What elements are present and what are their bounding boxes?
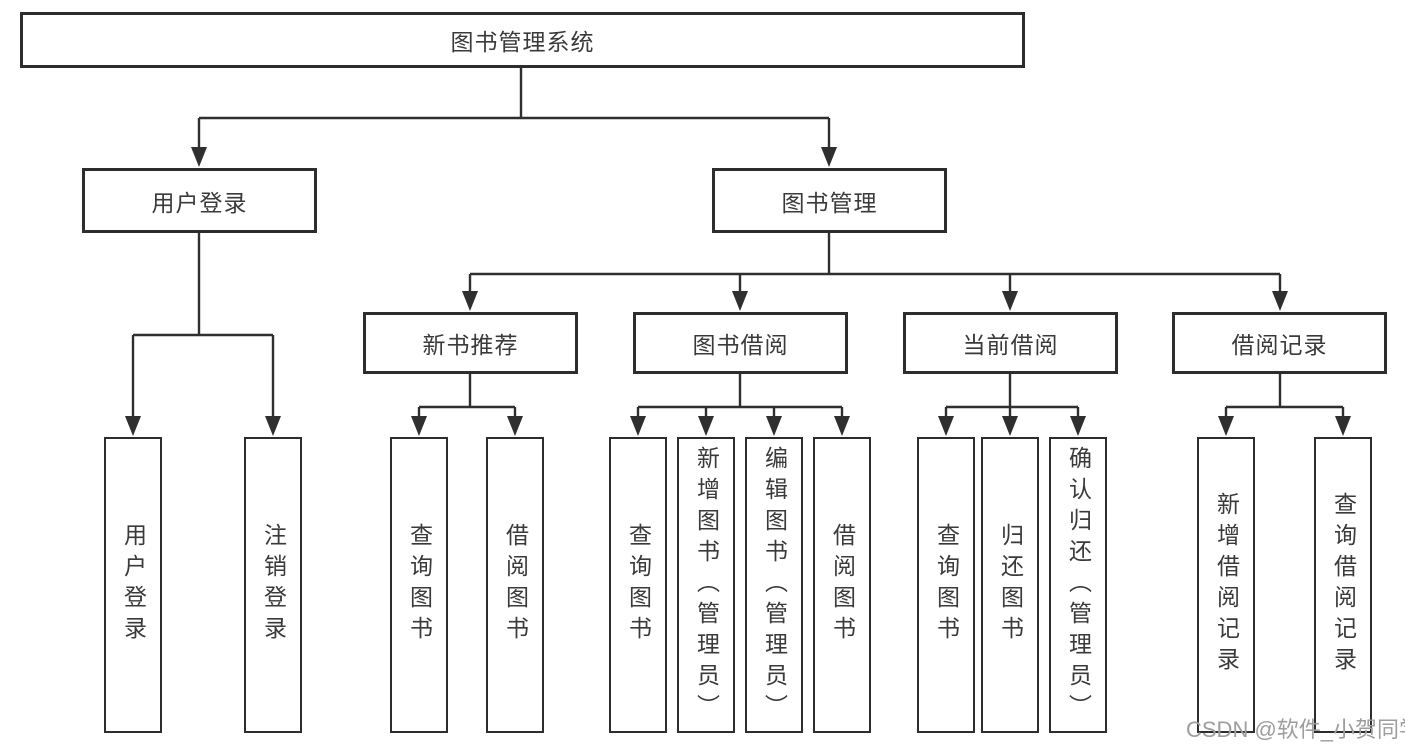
leaf-bb-query-books-label: 查询图书 (625, 523, 652, 647)
arrowhead (938, 416, 954, 436)
node-new-book-recommend-label: 新书推荐 (422, 332, 519, 358)
arrowheads (125, 147, 1351, 436)
arrowhead (766, 416, 782, 436)
node-root: 图书管理系统 (20, 12, 1025, 68)
arrowhead (1070, 416, 1086, 436)
arrowhead (462, 291, 478, 311)
watermark: CSDN @软件_小贺同学 (1186, 717, 1405, 742)
leaf-cb-return-books-label: 归还图书 (997, 523, 1024, 647)
node-borrow-records: 借阅记录 (1172, 312, 1387, 374)
arrowhead (1002, 291, 1018, 311)
arrowhead (698, 416, 714, 436)
leaf-bb-edit-books-admin: 编辑图书（管理员） (745, 437, 803, 733)
leaf-bb-edit-books-admin-label: 编辑图书（管理员） (761, 445, 788, 725)
arrowhead (630, 416, 646, 436)
arrowhead (834, 416, 850, 436)
arrowhead (507, 416, 523, 436)
node-book-borrow: 图书借阅 (633, 312, 848, 374)
arrowhead (1335, 416, 1351, 436)
leaf-br-query-borrow-record: 查询借阅记录 (1314, 437, 1372, 733)
leaf-nbr-borrow-books: 借阅图书 (486, 437, 544, 733)
leaf-br-query-borrow-record-label: 查询借阅记录 (1330, 492, 1357, 678)
leaf-logout-label: 注销登录 (260, 523, 287, 647)
leaf-br-add-borrow-record: 新增借阅记录 (1197, 437, 1255, 733)
arrowhead (265, 416, 281, 436)
node-current-borrow-label: 当前借阅 (962, 332, 1059, 358)
connector-book-management-branch (468, 233, 1282, 295)
leaf-cb-confirm-return-admin: 确认归还（管理员） (1049, 437, 1107, 733)
leaf-nbr-borrow-books-label: 借阅图书 (502, 523, 529, 647)
leaf-bb-query-books: 查询图书 (609, 437, 667, 733)
node-user-login-branch: 用户登录 (82, 168, 317, 233)
connector-user-login-branch (131, 233, 275, 420)
arrowhead (732, 291, 748, 311)
arrowhead (1002, 416, 1018, 436)
node-book-management-label: 图书管理 (781, 189, 878, 216)
leaf-bb-add-books-admin-label: 新增图书（管理员） (693, 445, 720, 725)
connector-root-to-branches (197, 68, 831, 152)
leaf-nbr-query-books-label: 查询图书 (406, 523, 433, 647)
arrowhead (821, 147, 837, 167)
leaf-br-add-borrow-record-label: 新增借阅记录 (1213, 492, 1240, 678)
leaf-logout: 注销登录 (244, 437, 302, 733)
leaf-bb-add-books-admin: 新增图书（管理员） (677, 437, 735, 733)
leaf-bb-borrow-books: 借阅图书 (813, 437, 871, 733)
node-book-management: 图书管理 (712, 168, 947, 233)
node-root-label: 图书管理系统 (450, 29, 595, 55)
leaf-cb-query-books: 查询图书 (917, 437, 975, 733)
node-borrow-records-label: 借阅记录 (1231, 332, 1328, 358)
connector-new-book-recommend-group (417, 374, 517, 420)
arrowhead (1272, 291, 1288, 311)
leaf-cb-query-books-label: 查询图书 (933, 523, 960, 647)
arrowhead (125, 416, 141, 436)
connector-current-borrow-group (944, 374, 1080, 420)
leaf-user-login-label: 用户登录 (120, 523, 147, 647)
leaf-user-login: 用户登录 (104, 437, 162, 733)
node-new-book-recommend: 新书推荐 (363, 312, 578, 374)
leaf-bb-borrow-books-label: 借阅图书 (829, 523, 856, 647)
leaf-cb-return-books: 归还图书 (981, 437, 1039, 733)
arrowhead (411, 416, 427, 436)
arrowhead (191, 147, 207, 167)
arrowhead (1218, 416, 1234, 436)
connector-book-borrow-group (636, 374, 844, 420)
node-user-login-branch-label: 用户登录 (151, 189, 248, 216)
leaf-cb-confirm-return-admin-label: 确认归还（管理员） (1065, 445, 1092, 725)
node-current-borrow: 当前借阅 (903, 312, 1118, 374)
leaf-nbr-query-books: 查询图书 (390, 437, 448, 733)
connector-borrow-records-group (1224, 374, 1345, 420)
node-book-borrow-label: 图书借阅 (692, 332, 789, 358)
